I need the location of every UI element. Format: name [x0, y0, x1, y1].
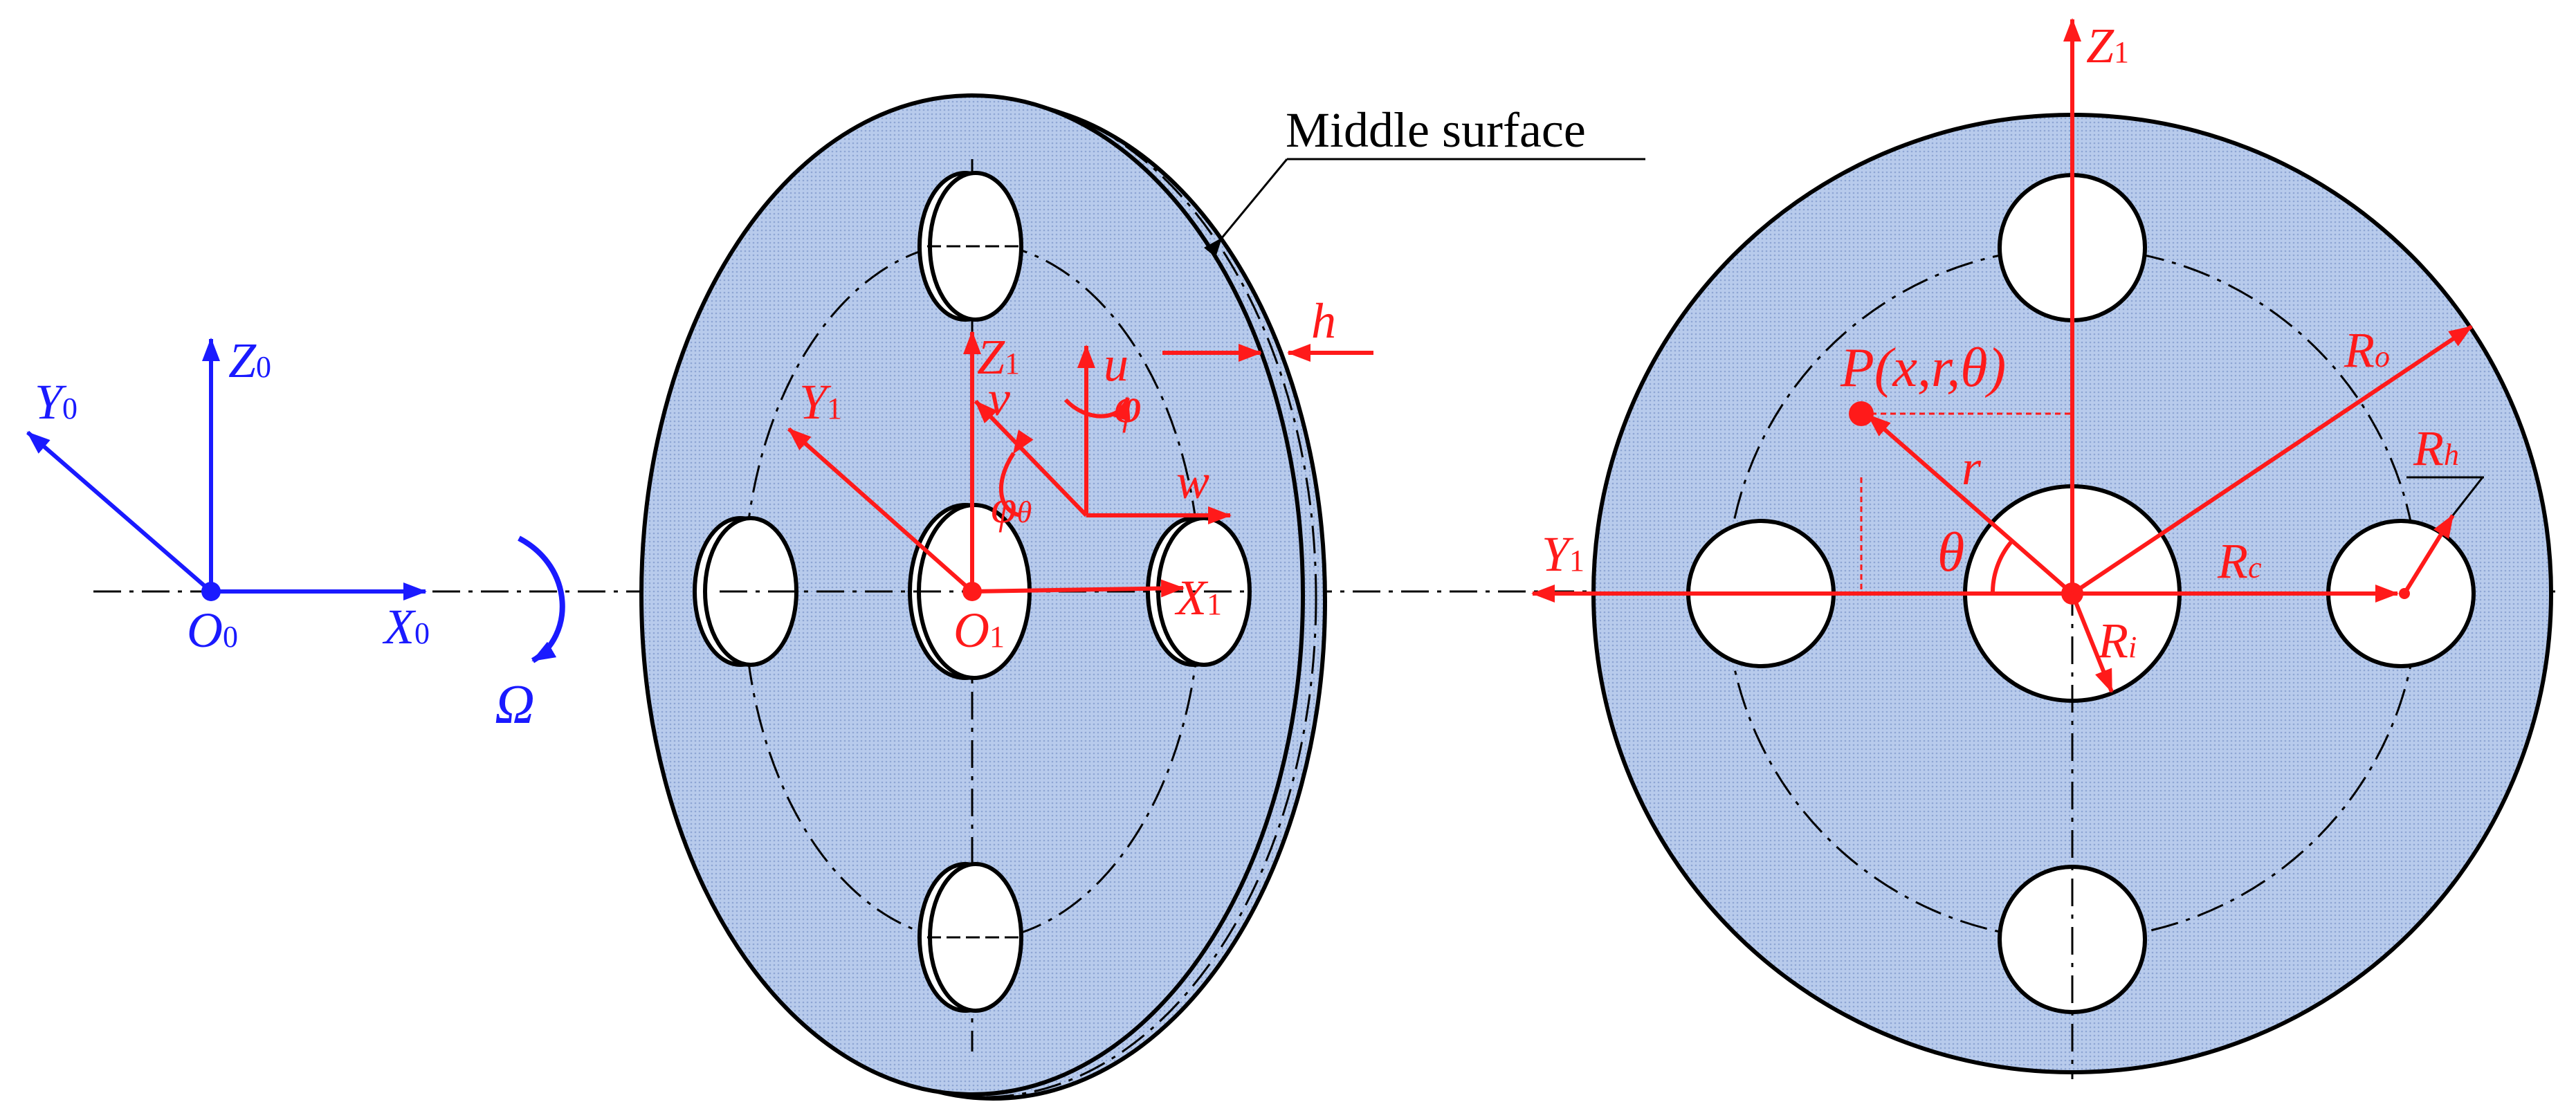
phi-rotation-arrow: [1063, 396, 1131, 422]
phi-theta-rotation-arrow: [998, 430, 1034, 517]
y0-label: Y0: [35, 374, 77, 430]
x0-label: X0: [382, 599, 430, 654]
v-label: v: [988, 371, 1010, 426]
outer-radius-arrow: [2071, 324, 2473, 596]
o0-label: O0: [187, 603, 238, 658]
theta-label: θ: [1937, 522, 1964, 583]
omega-label: Ω: [495, 674, 535, 735]
phi-theta-label: φθ: [991, 480, 1032, 533]
perspective-disk: Middle surface h Z1 Y1 X1 O1 u v w φ φθ: [639, 93, 1645, 1101]
radius-r-arrow: [1867, 413, 2074, 596]
y0-axis-arrow: [26, 430, 212, 594]
outer-radius-label: Ro: [2344, 322, 2390, 378]
v-displacement-arrow: [974, 399, 1088, 517]
front-view-disk: Z1 Y1 P(x,r,θ) r θ Ro Rc Ri Rh: [1531, 18, 2553, 1079]
z0-label: Z0: [228, 333, 271, 388]
z1-label: Z1: [977, 329, 1020, 385]
w-label: w: [1176, 454, 1209, 509]
front-z1-label: Z1: [2086, 18, 2129, 73]
x1-axis-arrow: [971, 579, 1185, 598]
y1-axis-arrow: [787, 427, 974, 594]
phi-label: φ: [1114, 378, 1142, 433]
o1-label: O1: [953, 603, 1005, 658]
inner-radius-arrow: [2070, 592, 2114, 693]
o0-origin-dot: [201, 582, 221, 601]
o1-origin-dot: [962, 582, 982, 601]
x1-label: X1: [1174, 570, 1222, 625]
inertial-frame: O0 X0 Z0 Y0 Ω: [26, 333, 565, 735]
point-p-label: P(x,r,θ): [1840, 338, 2006, 398]
radius-r-label: r: [1962, 440, 1982, 495]
u-label: u: [1104, 336, 1129, 392]
middle-surface-leader: [1203, 158, 1288, 258]
front-y1-label: Y1: [1542, 526, 1584, 582]
theta-angle-arc: [1990, 540, 2013, 596]
y1-label: Y1: [799, 374, 842, 430]
omega-rotation-arrow: [518, 535, 565, 663]
hole-radius-label: Rh: [2413, 421, 2459, 476]
hole-radius-arrow: [2402, 514, 2455, 595]
hole-circle-radius-label: Rc: [2217, 533, 2262, 589]
middle-surface-label: Middle surface: [1286, 102, 1586, 158]
inner-radius-label: Ri: [2097, 613, 2137, 668]
hole-radius-leader: [2451, 477, 2484, 516]
thickness-label: h: [1311, 293, 1336, 349]
